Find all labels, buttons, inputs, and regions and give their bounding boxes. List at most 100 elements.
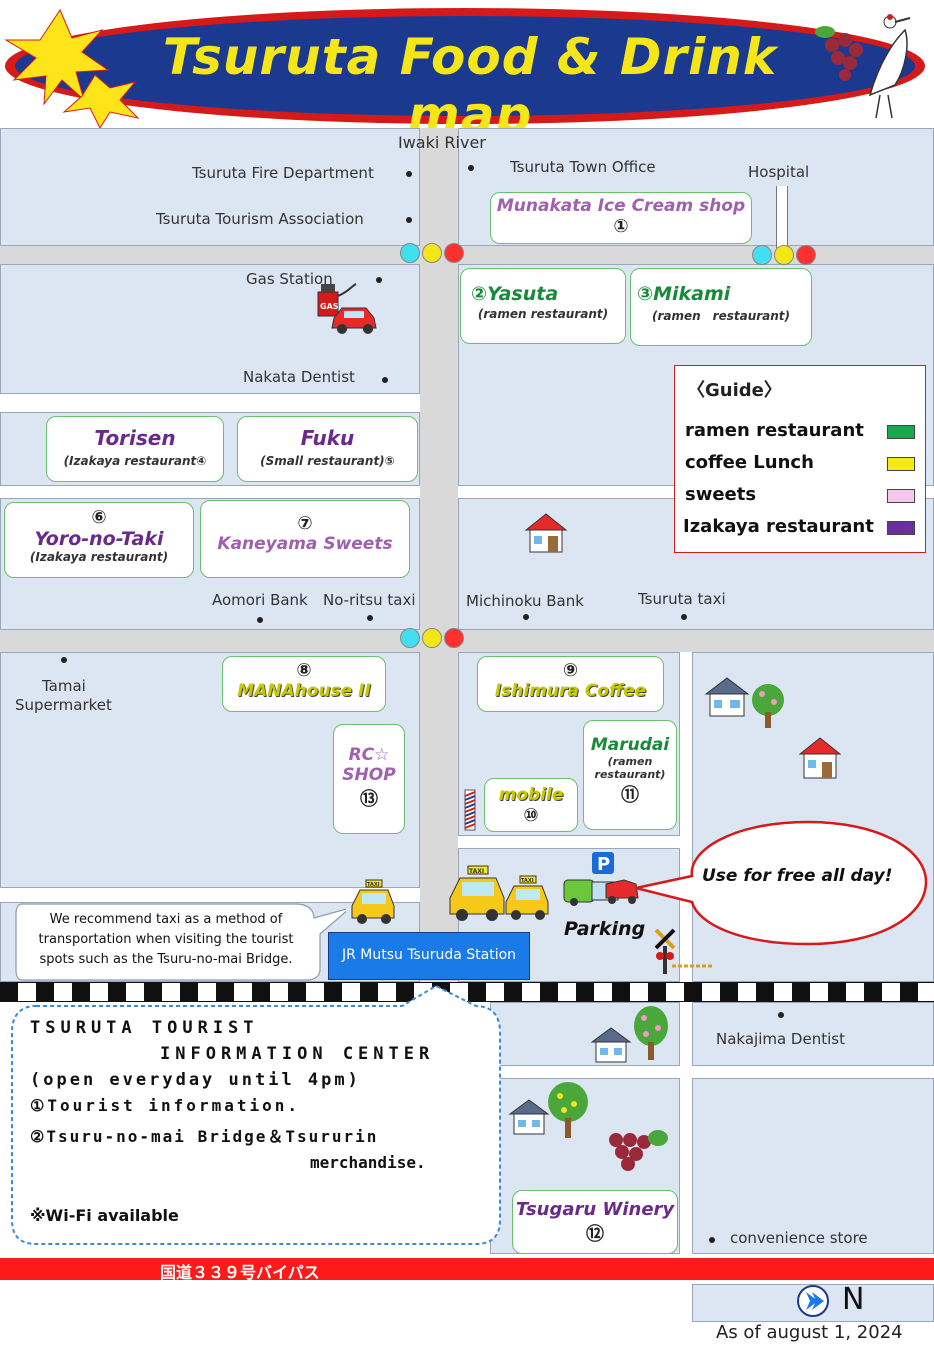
shop-name: Yoro-no-Taki bbox=[34, 528, 164, 550]
shop-yasuta[interactable]: ②Yasuta (ramen restaurant) bbox=[460, 268, 626, 344]
shop-name: mobile bbox=[498, 785, 564, 805]
shop-mobile[interactable]: mobile ⑩ bbox=[484, 778, 578, 832]
grape-icon bbox=[815, 26, 863, 81]
shop-name: Marudai bbox=[590, 735, 670, 755]
shop-marudai[interactable]: Marudai (ramen restaurant) ⑪ bbox=[583, 720, 677, 830]
label-nakata-dentist: Nakata Dentist bbox=[243, 368, 355, 386]
svg-text:TAXI: TAXI bbox=[521, 878, 534, 884]
svg-text:TAXI: TAXI bbox=[469, 868, 484, 875]
free-parking-callout: Use for free all day! bbox=[702, 866, 893, 886]
shop-subtitle: (ramen restaurant) bbox=[651, 309, 791, 323]
guide-label: Izakaya restaurant bbox=[683, 516, 874, 537]
tourist-center-panel: TSURUTA TOURIST INFORMATION CENTER (open… bbox=[30, 1018, 490, 1225]
shop-subtitle-2: restaurant) bbox=[594, 768, 666, 781]
location-dot bbox=[406, 217, 412, 223]
label-convenience-store: convenience store bbox=[730, 1229, 868, 1247]
block bbox=[0, 264, 420, 394]
guide-label: sweets bbox=[685, 484, 757, 505]
shop-kaneyama-sweets[interactable]: ⑦ Kaneyama Sweets bbox=[200, 500, 410, 578]
railroad-crossing-icon bbox=[654, 928, 712, 974]
house-icon bbox=[524, 513, 568, 553]
shop-munakata-ice-cream[interactable]: Munakata Ice Cream shop ① bbox=[490, 192, 752, 244]
location-dot bbox=[382, 377, 388, 383]
location-dot bbox=[709, 1237, 715, 1243]
shop-number: ① bbox=[613, 216, 629, 237]
tree-icon bbox=[634, 1006, 668, 1060]
shop-number: ⑬ bbox=[360, 789, 378, 810]
house-icon bbox=[798, 737, 842, 779]
shop-name: ②Yasuta bbox=[471, 283, 559, 305]
shop-name: Fuku bbox=[300, 426, 355, 450]
shop-name: ③Mikami bbox=[637, 283, 731, 305]
label-noritsu-taxi: No-ritsu taxi bbox=[323, 591, 416, 609]
shop-ishimura-coffee[interactable]: ⑨ Ishimura Coffee bbox=[477, 656, 664, 712]
shop-yoro-no-taki[interactable]: ⑥ Yoro-no-Taki (Izakaya restaurant) bbox=[4, 502, 194, 578]
svg-text:P: P bbox=[597, 854, 610, 875]
station-jr-mutsu-tsuruda[interactable]: JR Mutsu Tsuruda Station bbox=[328, 932, 530, 980]
taxi-icon: TAXI bbox=[351, 879, 395, 924]
north-label: N bbox=[842, 1282, 865, 1317]
header-banner-art bbox=[4, 8, 925, 130]
shop-number: ⑩ bbox=[523, 805, 539, 826]
shop-subtitle-1: (ramen bbox=[607, 755, 653, 768]
location-dot bbox=[61, 657, 67, 663]
location-dot bbox=[523, 614, 529, 620]
location-dot bbox=[257, 617, 263, 623]
shop-number: ⑫ bbox=[586, 1224, 604, 1245]
sweets-swatch bbox=[887, 489, 915, 503]
grape-icon bbox=[609, 1130, 668, 1171]
guide-label: coffee Lunch bbox=[685, 452, 814, 473]
label-gas-station: Gas Station bbox=[246, 270, 333, 288]
taxi-icon: TAXI bbox=[505, 875, 549, 920]
location-dot bbox=[367, 615, 373, 621]
shop-fuku[interactable]: Fuku (Small restaurant)⑤ bbox=[237, 416, 418, 482]
coffee-swatch bbox=[887, 457, 915, 471]
label-supermarket: Supermarket bbox=[15, 696, 112, 714]
label-fire-department: Tsuruta Fire Department bbox=[192, 164, 374, 182]
shop-torisen[interactable]: Torisen (Izakaya restaurant④ bbox=[46, 416, 224, 482]
tree-icon bbox=[548, 1082, 588, 1138]
shop-name: Munakata Ice Cream shop bbox=[496, 196, 746, 216]
shop-subtitle: (ramen restaurant) bbox=[477, 307, 609, 321]
guide-item-izakaya: Izakaya restaurant bbox=[683, 516, 921, 537]
guide-item-ramen: ramen restaurant bbox=[685, 420, 921, 441]
label-tourism-association: Tsuruta Tourism Association bbox=[156, 210, 364, 228]
label-michinoku-bank: Michinoku Bank bbox=[466, 592, 584, 610]
block bbox=[692, 1002, 934, 1066]
location-dot bbox=[376, 277, 382, 283]
tourist-center-title-1: TSURUTA TOURIST bbox=[30, 1018, 259, 1038]
guide-item-sweets: sweets bbox=[685, 484, 921, 505]
block bbox=[692, 1078, 934, 1254]
label-tamai: Tamai bbox=[42, 677, 86, 695]
shop-manahouse[interactable]: ⑧ MANAhouse II bbox=[222, 656, 386, 712]
taxi-icon: TAXI bbox=[449, 865, 505, 921]
route-339-label: 国道３３９号バイパス bbox=[160, 1263, 320, 1282]
guide-heading: 〈Guide〉 bbox=[687, 380, 782, 401]
shop-rc-shop[interactable]: RC☆ SHOP ⑬ bbox=[333, 724, 405, 834]
house-icon bbox=[508, 1099, 550, 1135]
shop-tsugaru-winery[interactable]: Tsugaru Winery ⑫ bbox=[512, 1190, 678, 1254]
shop-number: ⑦ bbox=[297, 513, 313, 534]
block bbox=[0, 128, 420, 246]
gas-sign-text: GAS bbox=[320, 302, 339, 311]
date-note: As of august 1, 2024 bbox=[716, 1322, 903, 1343]
location-dot bbox=[681, 614, 687, 620]
shop-subtitle: (Izakaya restaurant④ bbox=[63, 454, 207, 468]
traffic-light-icon bbox=[400, 628, 464, 648]
traffic-light-icon bbox=[752, 245, 816, 265]
shop-number: ⑨ bbox=[562, 660, 579, 681]
shop-name-line2: SHOP bbox=[342, 765, 396, 785]
hospital-lane bbox=[776, 186, 788, 248]
station-label: JR Mutsu Tsuruda Station bbox=[341, 947, 517, 963]
star-burst-icon-2 bbox=[62, 74, 140, 130]
svg-text:TAXI: TAXI bbox=[367, 882, 380, 888]
shop-number: ⑧ bbox=[296, 660, 312, 681]
tourist-center-item-2: ②Tsuru-no-mai Bridge＆Tsururin bbox=[30, 1127, 379, 1146]
shop-mikami[interactable]: ③Mikami (ramen restaurant) bbox=[630, 268, 812, 346]
crane-icon bbox=[868, 14, 911, 119]
page-title: Tsuruta Food & Drink map bbox=[162, 28, 778, 144]
free-parking-callout-shape bbox=[635, 820, 928, 946]
north-arrow-icon bbox=[797, 1285, 829, 1317]
tourist-center-wifi: ※Wi-Fi available bbox=[30, 1206, 179, 1225]
label-tsuruta-taxi: Tsuruta taxi bbox=[638, 590, 726, 608]
